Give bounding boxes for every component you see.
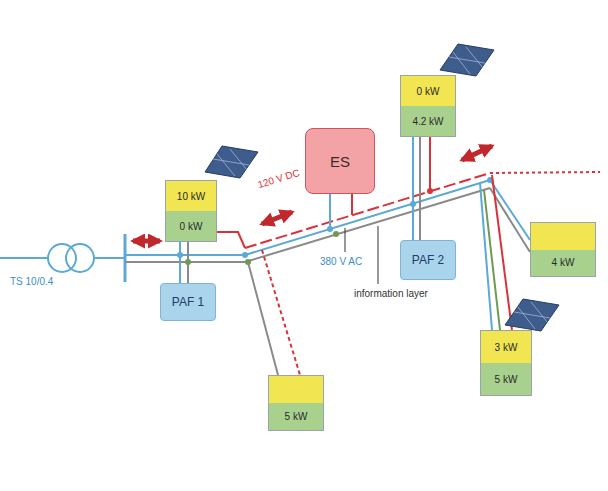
junction-dot: [327, 226, 333, 232]
dc-line: [217, 232, 245, 248]
node-text: 3 kW: [495, 342, 518, 353]
node-text: PAF 2: [412, 253, 444, 267]
dc-line: [490, 172, 600, 173]
transformer-winding: [66, 244, 94, 272]
dc-drop: [262, 250, 300, 375]
solar-panel: [440, 44, 494, 76]
feeder-line: [94, 257, 125, 259]
generation-field: 3 kW: [481, 331, 531, 363]
feeder-line: [0, 257, 48, 259]
generation-field: 0 kW: [401, 76, 455, 106]
consumer-box: 3 kW 5 kW: [480, 330, 532, 396]
generation-field: [269, 376, 323, 403]
solar-panel: [505, 299, 559, 331]
node-text: PAF 1: [172, 295, 204, 309]
generation-field: 10 kW: [166, 181, 216, 211]
network-label: TS 10/0.4: [8, 276, 55, 287]
dc-drop: [492, 175, 512, 330]
node-text: 5 kW: [495, 374, 518, 385]
node-text: 0 kW: [417, 86, 440, 97]
information-line: [490, 188, 530, 252]
leader-line: [345, 228, 346, 252]
node-text: 4.2 kW: [412, 116, 443, 127]
information-drop: [248, 262, 278, 375]
busbar: [124, 234, 127, 282]
dc-drop: [429, 137, 431, 191]
junction-dot: [410, 201, 416, 207]
transformer-winding: [48, 244, 76, 272]
power-active-filter-box: PAF 1: [160, 283, 216, 321]
network-label: information layer: [352, 288, 430, 299]
junction-dot: [245, 259, 251, 265]
junction-dot: [427, 188, 433, 194]
node-text: 4 kW: [552, 257, 575, 268]
information-drop: [419, 137, 421, 240]
junction-dot: [177, 252, 183, 258]
junction-dot: [333, 231, 339, 237]
load-field: 4.2 kW: [401, 106, 455, 136]
consumer-box: 4 kW: [530, 222, 596, 277]
dc-drop: [351, 194, 353, 215]
consumer-box: 5 kW: [268, 375, 324, 431]
load-field: 5 kW: [269, 403, 323, 430]
load-field: 5 kW: [481, 363, 531, 395]
junction-dot: [185, 259, 191, 265]
consumer-box: 10 kW 0 kW: [165, 180, 217, 242]
ac-drop: [412, 137, 414, 240]
node-text: 5 kW: [285, 411, 308, 422]
energy-storage-box: ES: [305, 128, 375, 194]
node-text: ES: [330, 153, 350, 170]
node-text: 10 kW: [177, 191, 205, 202]
generation-field: [531, 223, 595, 250]
consumer-box: 0 kW 4.2 kW: [400, 75, 456, 137]
power-flow-arrow: [462, 146, 492, 160]
ac-drop: [329, 194, 331, 229]
ac-line: [125, 254, 245, 256]
load-field: 0 kW: [166, 211, 216, 241]
network-label: 380 V AC: [318, 256, 364, 267]
node-text: 0 kW: [180, 221, 203, 232]
network-label: 120 V DC: [254, 166, 303, 190]
solar-panel: [205, 146, 258, 178]
junction-dot: [242, 252, 248, 258]
power-flow-arrow: [133, 239, 160, 244]
load-field: 4 kW: [531, 250, 595, 277]
leader-line: [378, 226, 379, 284]
power-flow-arrow: [262, 212, 292, 224]
power-active-filter-box: PAF 2: [400, 240, 456, 280]
ac-drop: [179, 242, 181, 283]
